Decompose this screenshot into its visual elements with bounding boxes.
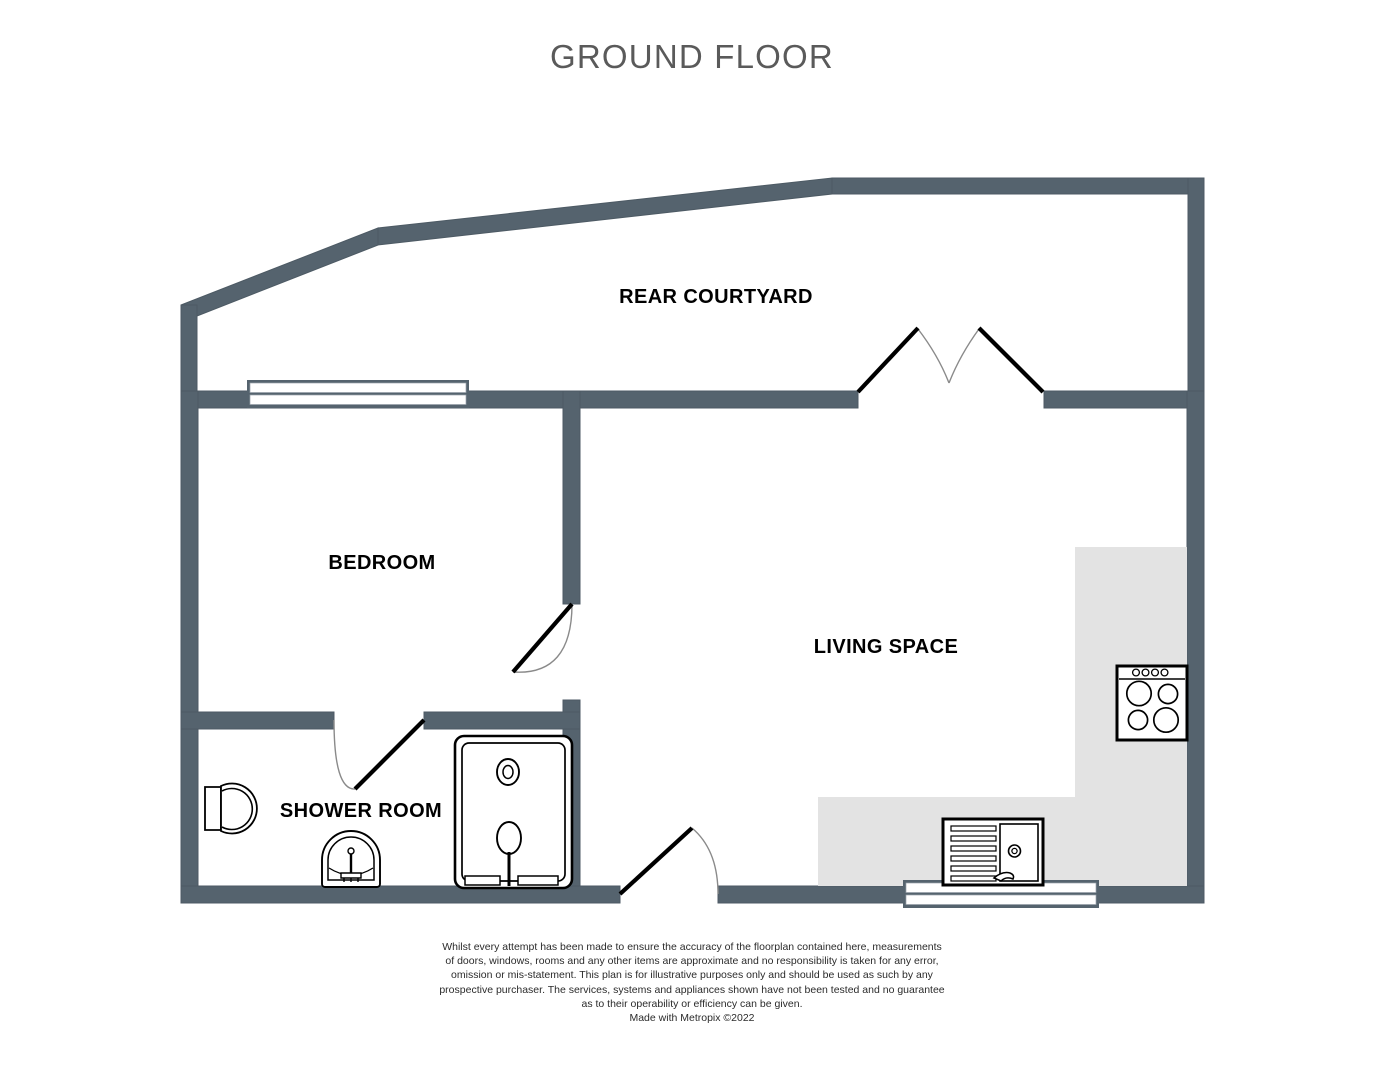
room-label-rear-courtyard: REAR COURTYARD bbox=[619, 286, 813, 308]
disclaimer-line-3: omission or mis-statement. This plan is … bbox=[451, 969, 933, 982]
bedroom-door[interactable] bbox=[511, 602, 574, 674]
metropix-credit: Made with Metropix ©2022 bbox=[629, 1012, 755, 1025]
page-title: GROUND FLOOR bbox=[550, 38, 834, 75]
shower-room-door[interactable] bbox=[333, 718, 426, 791]
washbasin-icon bbox=[321, 830, 381, 888]
kitchen-counter bbox=[818, 547, 1187, 886]
shower-tray-icon bbox=[453, 734, 574, 890]
disclaimer-line-4: prospective purchaser. The services, sys… bbox=[439, 983, 945, 996]
room-label-shower-room: SHOWER ROOM bbox=[280, 800, 442, 822]
toilet-icon bbox=[204, 782, 258, 835]
room-label-bedroom: BEDROOM bbox=[328, 552, 435, 574]
window-bedroom bbox=[247, 380, 469, 408]
disclaimer: Whilst every attempt has been made to en… bbox=[0, 940, 1384, 1025]
courtyard-walls bbox=[180, 177, 1205, 397]
room-label-living-space: LIVING SPACE bbox=[814, 636, 958, 658]
building-walls bbox=[180, 390, 1205, 904]
disclaimer-line-5: as to their operability or efficiency ca… bbox=[581, 997, 803, 1010]
disclaimer-line-1: Whilst every attempt has been made to en… bbox=[442, 941, 942, 953]
kitchen-sink-icon bbox=[941, 817, 1045, 887]
courtyard-french-doors[interactable] bbox=[856, 326, 1045, 394]
entrance-door[interactable] bbox=[618, 826, 719, 896]
disclaimer-line-2: of doors, windows, rooms and any other i… bbox=[445, 955, 939, 968]
hob-icon bbox=[1115, 664, 1189, 742]
